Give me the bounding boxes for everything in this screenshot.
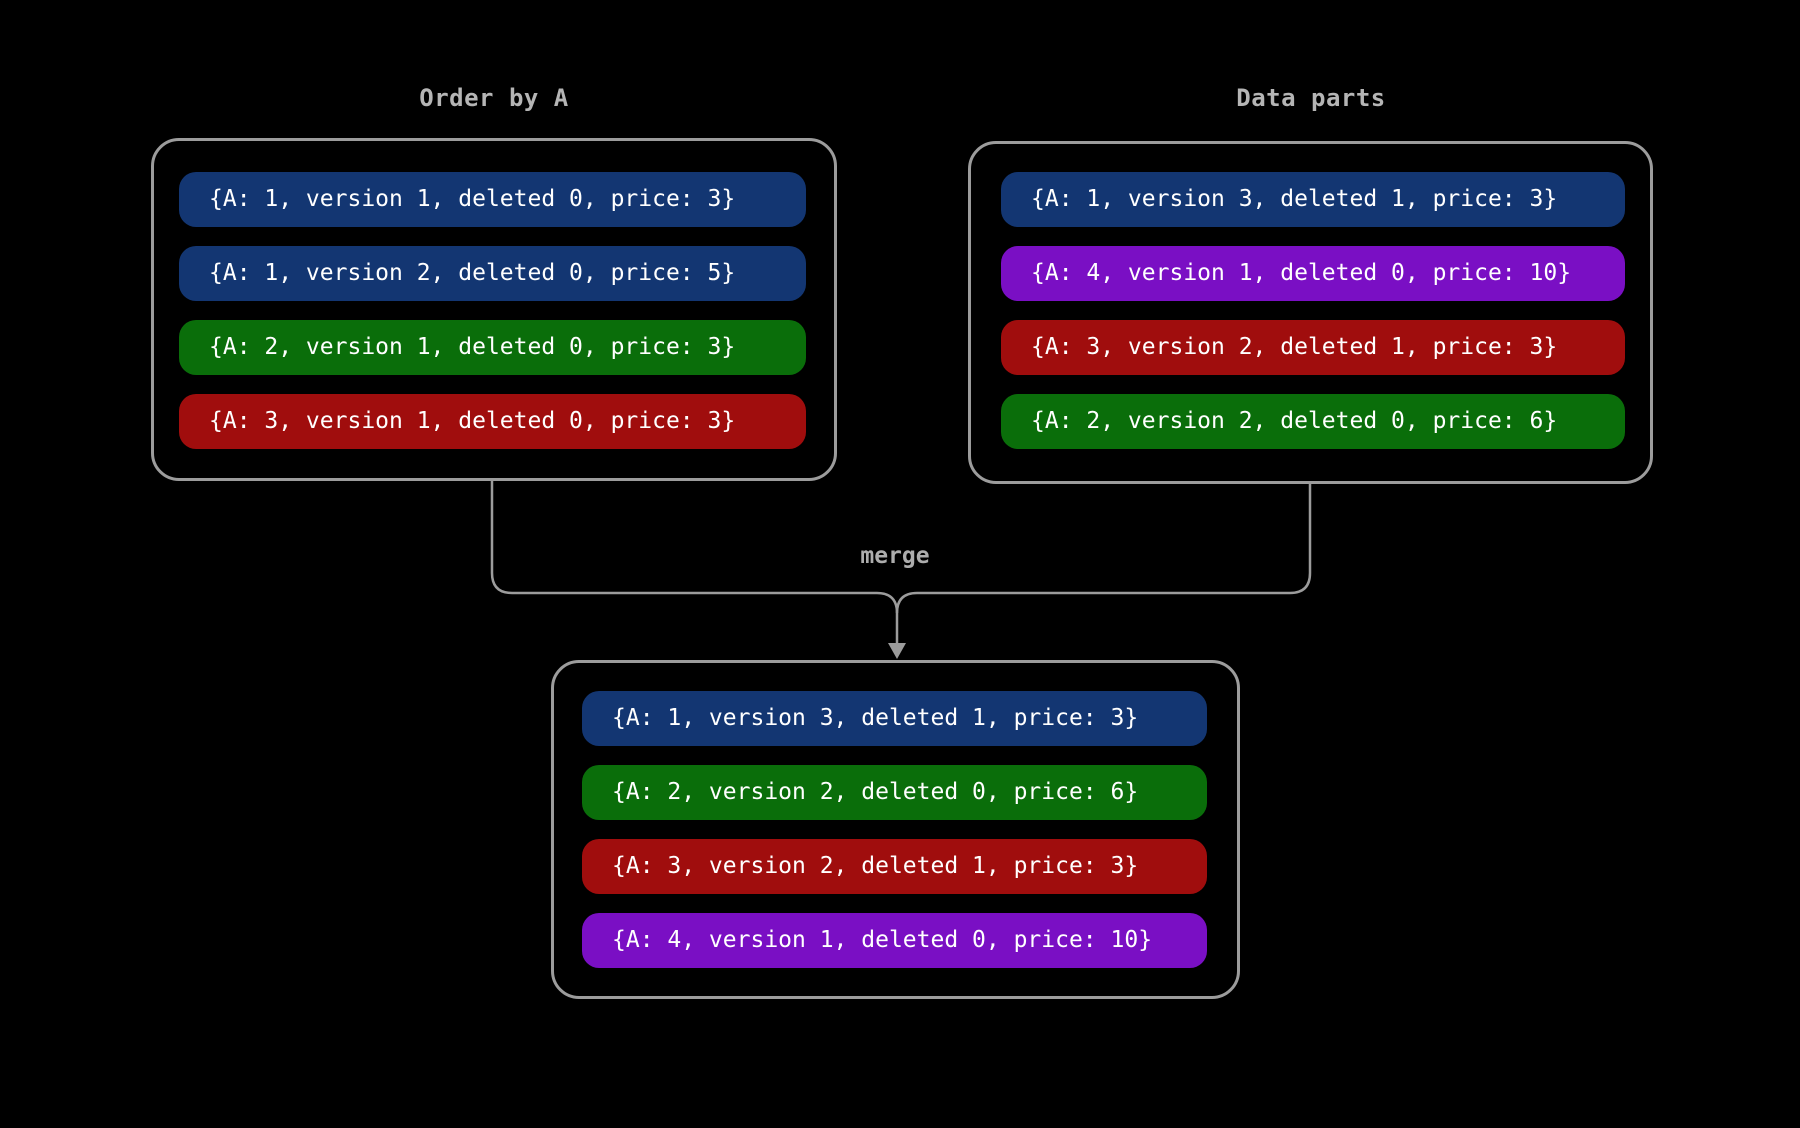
data-row: {A: 4, version 1, deleted 0, price: 10} [582,913,1207,968]
data-row: {A: 3, version 1, deleted 0, price: 3} [179,394,806,449]
merge-label: merge [860,543,930,569]
order-by-a-panel: {A: 1, version 1, deleted 0, price: 3} {… [151,138,837,481]
right-connector-line [895,484,1312,614]
data-row: {A: 2, version 2, deleted 0, price: 6} [1001,394,1625,449]
order-by-a-title: Order by A [419,84,569,112]
data-row: {A: 1, version 3, deleted 1, price: 3} [582,691,1207,746]
data-row: {A: 3, version 2, deleted 1, price: 3} [1001,320,1625,375]
data-row: {A: 2, version 2, deleted 0, price: 6} [582,765,1207,820]
left-connector-line [490,481,899,646]
data-row: {A: 3, version 2, deleted 1, price: 3} [582,839,1207,894]
merged-result-panel: {A: 1, version 3, deleted 1, price: 3} {… [551,660,1240,999]
data-parts-title: Data parts [1236,84,1386,112]
data-row: {A: 4, version 1, deleted 0, price: 10} [1001,246,1625,301]
arrowhead-icon [888,643,906,659]
data-row: {A: 1, version 3, deleted 1, price: 3} [1001,172,1625,227]
data-parts-panel: {A: 1, version 3, deleted 1, price: 3} {… [968,141,1653,484]
data-row: {A: 1, version 2, deleted 0, price: 5} [179,246,806,301]
data-row: {A: 2, version 1, deleted 0, price: 3} [179,320,806,375]
data-row: {A: 1, version 1, deleted 0, price: 3} [179,172,806,227]
